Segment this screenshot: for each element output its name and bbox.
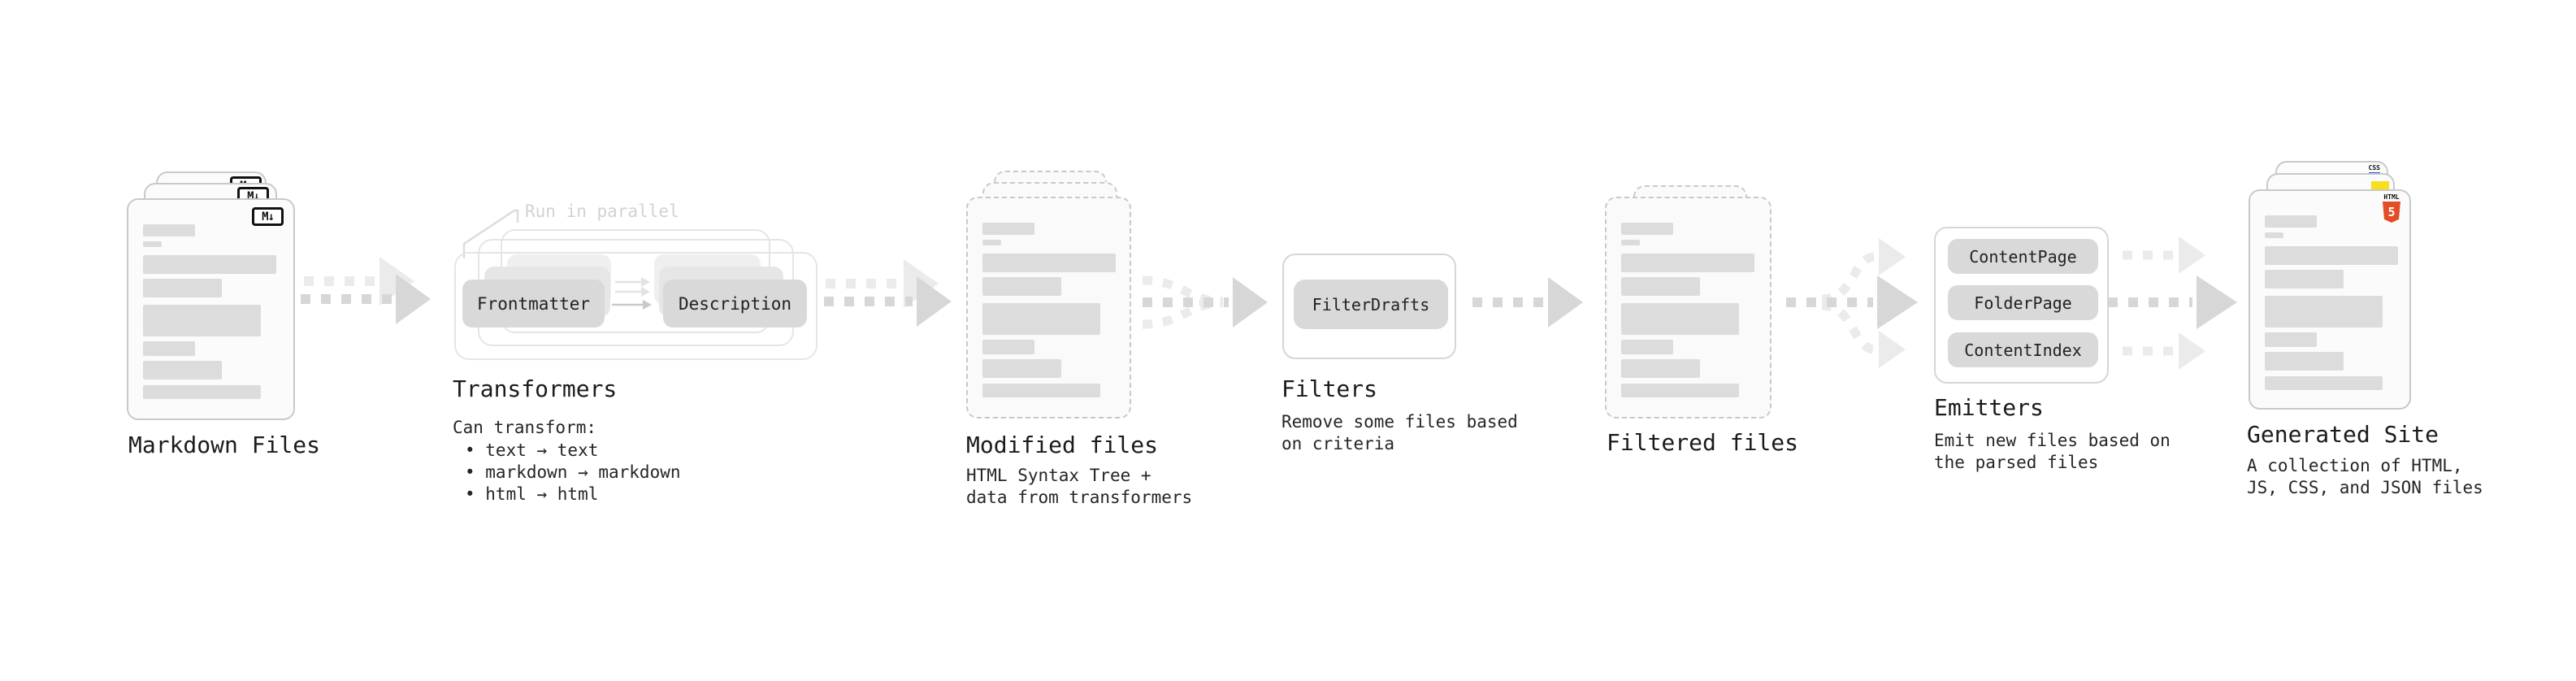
css-icon-label: CSS: [2368, 164, 2380, 171]
arrow-markdown-to-transformers: [301, 257, 431, 324]
content-index-label: ContentIndex: [1964, 340, 2082, 360]
document-placeholder-lines: [2250, 191, 2409, 390]
document-placeholder-lines: [968, 198, 1130, 397]
content-index-box: ContentIndex: [1948, 332, 2098, 367]
content-page-label: ContentPage: [1969, 246, 2077, 267]
modified-doc-front: [966, 197, 1131, 419]
folder-page-label: FolderPage: [1974, 293, 2072, 313]
emitters-desc-line1: Emit new files based on: [1934, 431, 2171, 450]
generated-site-title: Generated Site: [2247, 421, 2439, 448]
transformers-title: Transformers: [453, 375, 618, 402]
modified-files-stack: [966, 171, 1134, 419]
markdown-files-stack: M↓ M↓ M↓: [127, 171, 301, 420]
content-page-box: ContentPage: [1948, 239, 2098, 274]
filtered-doc-front: [1605, 197, 1772, 419]
html5-icon-word: HTML: [2383, 193, 2400, 201]
run-in-parallel-note: Run in parallel: [525, 202, 679, 221]
transformers-intro: Can transform:: [453, 418, 597, 437]
html5-icon-numeral: 5: [2387, 205, 2396, 219]
arrows-emitters-to-generated: [2108, 236, 2237, 370]
generated-site-desc-line1: A collection of HTML,: [2247, 456, 2463, 475]
transformers-bullet: • html → html: [465, 484, 599, 504]
markdown-files-title: Markdown Files: [128, 432, 321, 458]
markdown-icon-label: M↓: [262, 210, 275, 223]
filters-desc-line1: Remove some files based: [1281, 412, 1518, 432]
run-in-parallel-leader-line: [462, 209, 519, 258]
emitters-title: Emitters: [1934, 394, 2044, 421]
arrows-frontmatter-to-description: [612, 277, 652, 310]
frontmatter-box: Frontmatter: [462, 280, 605, 327]
transformers-bullet: • text → text: [465, 440, 599, 460]
emitters-desc-line2: the parsed files: [1934, 453, 2099, 472]
markdown-icon: M↓: [252, 207, 284, 226]
filters-desc-line2: on criteria: [1281, 434, 1395, 453]
filters-title: Filters: [1281, 375, 1378, 402]
filters-panel: FilterDrafts: [1282, 254, 1456, 359]
transformers-group: Frontmatter Description: [454, 229, 820, 362]
folder-page-box: FolderPage: [1948, 285, 2098, 320]
description-box: Description: [663, 280, 807, 327]
arrow-transformers-to-modified: [824, 259, 952, 327]
modified-files-title: Modified files: [966, 432, 1159, 458]
html5-icon: HTML 5: [2382, 194, 2401, 223]
filter-drafts-box: FilterDrafts: [1294, 280, 1448, 329]
html5-icon-shield: 5: [2383, 202, 2400, 223]
filtered-files-stack: [1605, 185, 1775, 419]
modified-files-desc-line2: data from transformers: [966, 488, 1193, 507]
document-placeholder-lines: [1607, 198, 1770, 397]
description-label: Description: [678, 293, 792, 314]
arrow-filtered-to-emitters: [1786, 238, 1918, 368]
arrow-modified-to-filters: [1142, 275, 1268, 329]
generated-site-desc-line2: JS, CSS, and JSON files: [2247, 478, 2483, 497]
markdown-doc-front: M↓: [127, 198, 295, 420]
transformer-container-front: [454, 252, 817, 360]
modified-files-desc-line1: HTML Syntax Tree +: [966, 466, 1151, 485]
transformers-bullet: • markdown → markdown: [465, 462, 681, 482]
filter-drafts-label: FilterDrafts: [1312, 294, 1430, 314]
arrow-filters-to-filtered: [1472, 277, 1583, 327]
generated-doc-html: HTML 5: [2249, 189, 2411, 410]
document-placeholder-lines: [128, 200, 293, 399]
filtered-files-title: Filtered files: [1607, 429, 1799, 456]
emitters-panel: ContentPage FolderPage ContentIndex: [1934, 227, 2109, 384]
frontmatter-label: Frontmatter: [476, 293, 591, 314]
generated-site-stack: CSS HTML 5: [2249, 161, 2414, 410]
